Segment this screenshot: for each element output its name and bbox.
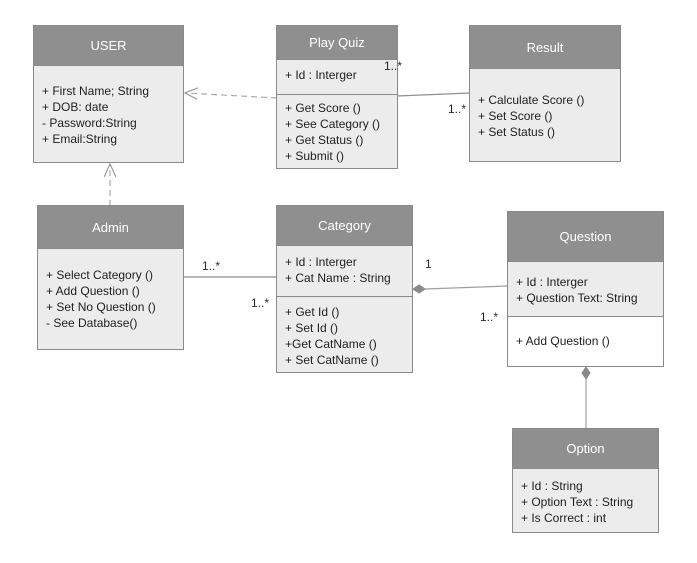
multiplicity-playquiz-result-bottom: 1..* [448, 102, 467, 116]
method: + Set No Question () [46, 300, 156, 314]
method: + Set CatName () [285, 353, 379, 367]
method: + Get Status () [285, 133, 364, 147]
multiplicity-admin-category-right: 1..* [251, 296, 270, 310]
class-category-attributes: + Id : Interger + Cat Name : String [277, 246, 412, 296]
method: + Set Score () [478, 109, 553, 123]
dependency-playquiz-user [185, 93, 278, 98]
class-admin: Admin + Select Category () + Add Questio… [37, 205, 184, 350]
composition-diamond-question [581, 366, 591, 380]
class-question: Question + Id : Interger + Question Text… [507, 211, 664, 367]
class-result-methods: + Calculate Score () + Set Score () + Se… [470, 87, 620, 144]
class-admin-methods: + Select Category () + Add Question () +… [38, 263, 183, 335]
class-user-attributes: + First Name; String + DOB: date - Passw… [34, 66, 183, 151]
multiplicity-category-question-many: 1..* [480, 310, 499, 324]
multiplicity-admin-category-left: 1..* [202, 259, 221, 273]
multiplicity-playquiz-result-top: 1..* [384, 59, 403, 73]
aggregation-diamond-category [412, 284, 426, 294]
class-user: USER + First Name; String + DOB: date - … [33, 25, 184, 163]
class-question-header: Question [508, 212, 663, 262]
attribute: + DOB: date [42, 100, 109, 114]
aggregation-category-question [424, 285, 509, 290]
method: + See Category () [285, 117, 381, 131]
method: + Add Question () [46, 284, 140, 298]
class-admin-attributes [38, 249, 183, 263]
attribute: + Email:String [42, 132, 118, 146]
attribute: + First Name; String [42, 84, 150, 98]
class-category: Category + Id : Interger + Cat Name : St… [276, 205, 413, 373]
method: - See Database() [46, 316, 138, 330]
attribute: + Id : Interger [516, 275, 588, 289]
class-category-methods: + Get Id () + Set Id () +Get CatName () … [277, 296, 412, 372]
method: + Set Id () [285, 321, 339, 335]
attribute: + Id : Interger [285, 68, 357, 82]
class-question-methods: + Add Question () [508, 316, 663, 366]
method: + Submit () [285, 149, 345, 163]
class-admin-header: Admin [38, 206, 183, 249]
method: + Add Question () [516, 334, 610, 348]
class-result-attributes [470, 69, 620, 87]
method: + Get Score () [285, 101, 361, 115]
class-result: Result + Calculate Score () + Set Score … [469, 25, 621, 162]
class-option-attributes: + Id : String + Option Text : String + I… [513, 469, 658, 530]
class-question-attributes: + Id : Interger + Question Text: String [508, 262, 663, 316]
multiplicity-category-question-one: 1 [425, 257, 432, 271]
association-playquiz-result [396, 92, 471, 97]
class-result-header: Result [470, 26, 620, 69]
class-category-header: Category [277, 206, 412, 246]
attribute: + Question Text: String [516, 291, 638, 305]
class-play-quiz-header: Play Quiz [277, 26, 397, 60]
method: + Set Status () [478, 125, 556, 139]
method: + Calculate Score () [478, 93, 585, 107]
method: + Select Category () [46, 268, 154, 282]
class-user-header: USER [34, 26, 183, 66]
method: +Get CatName () [285, 337, 377, 351]
attribute: + Id : Interger [285, 255, 357, 269]
class-option: Option + Id : String + Option Text : Str… [512, 428, 659, 533]
class-play-quiz: Play Quiz + Id : Interger + Get Score ()… [276, 25, 398, 169]
attribute: + Id : String [521, 479, 583, 493]
class-option-header: Option [513, 429, 658, 469]
class-play-quiz-attributes: + Id : Interger [277, 60, 397, 94]
attribute: + Cat Name : String [285, 271, 391, 285]
attribute: + Is Correct : int [521, 511, 607, 525]
class-play-quiz-methods: + Get Score () + See Category () + Get S… [277, 94, 397, 168]
attribute: + Option Text : String [521, 495, 634, 509]
method: + Get Id () [285, 305, 340, 319]
attribute: - Password:String [42, 116, 137, 130]
